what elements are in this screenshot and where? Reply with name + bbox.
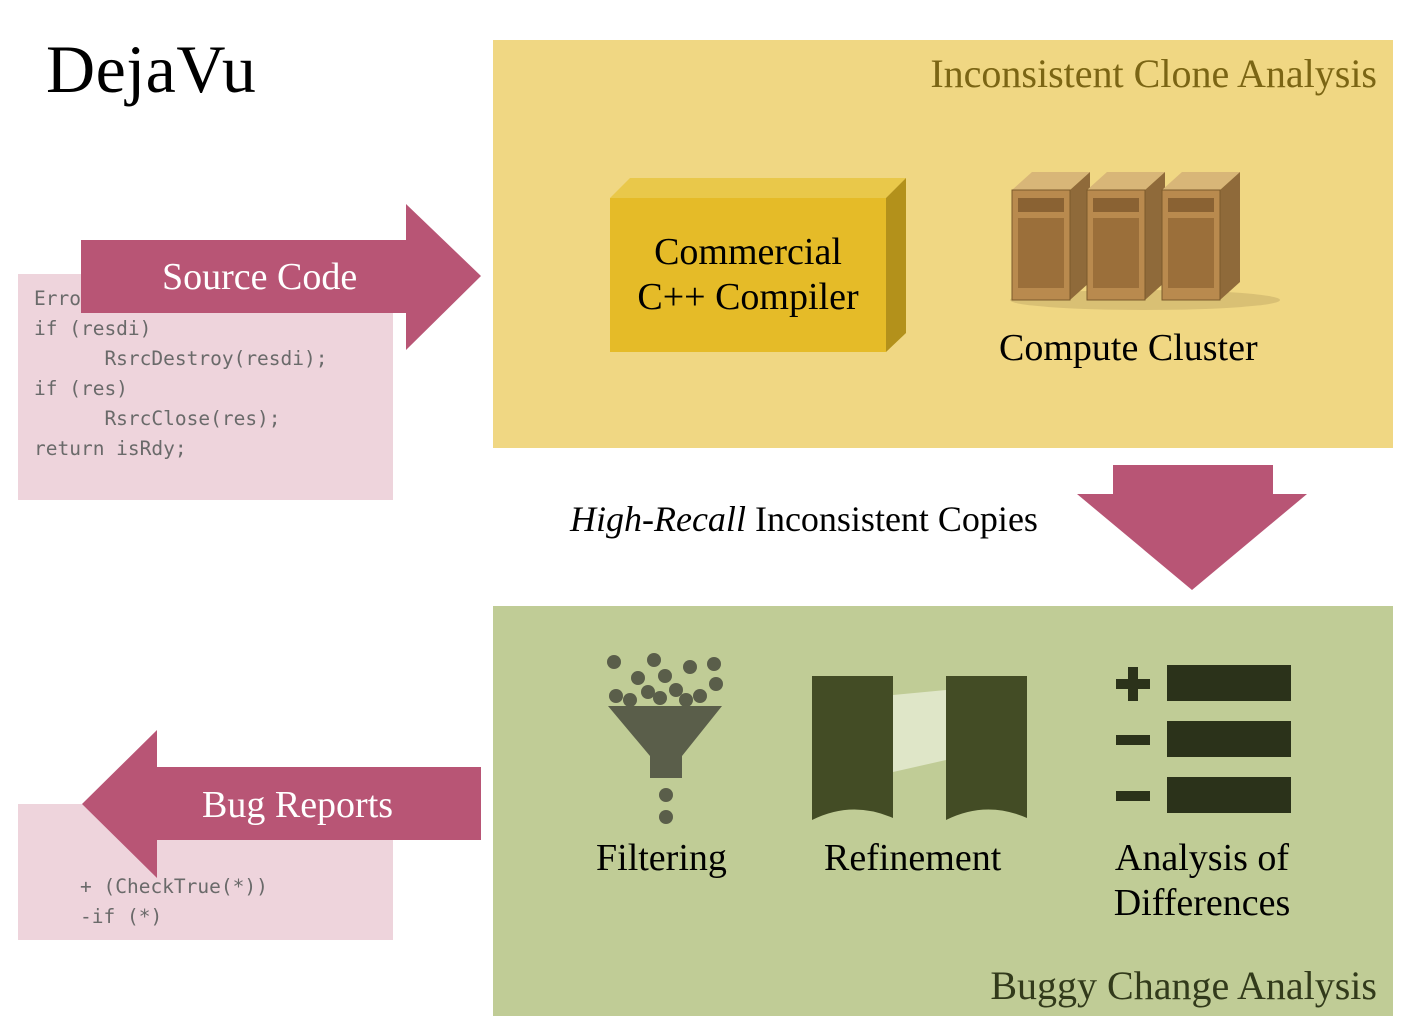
funnel-icon (607, 653, 723, 824)
refinement-label: Refinement (824, 837, 1002, 879)
code-line: if (resdi) (34, 317, 152, 340)
analysis-line-1: Analysis of (1114, 837, 1290, 879)
down-arrow (1077, 465, 1307, 590)
code-line: Erro (34, 287, 81, 310)
cluster-label: Compute Cluster (999, 327, 1258, 369)
compiler-label: Commercial C++ Compiler (610, 230, 886, 320)
code-line: return isRdy; (34, 437, 187, 460)
code-line: + (CheckTrue(*)) (80, 875, 268, 898)
analysis-label: Analysis of Differences (1092, 836, 1312, 926)
source-code-label: Source Code (162, 256, 358, 298)
compiler-line-1: Commercial (654, 231, 842, 273)
filtering-label: Filtering (596, 837, 727, 879)
change-analysis-title: Buggy Change Analysis (990, 963, 1377, 1008)
code-line: if (res) (34, 377, 128, 400)
code-line: RsrcDestroy(resdi); (34, 347, 328, 370)
clone-analysis-title: Inconsistent Clone Analysis (930, 51, 1377, 96)
code-line: RsrcClose(res); (34, 407, 281, 430)
copies-label: High-Recall Inconsistent Copies (570, 498, 1038, 540)
copies-label-italic: High-Recall (570, 499, 746, 539)
compiler-box-icon (610, 178, 906, 352)
source-code-arrow (81, 204, 481, 350)
bug-reports-arrow (82, 730, 481, 878)
diff-icon (1116, 665, 1291, 813)
copies-label-rest: Inconsistent Copies (745, 499, 1038, 539)
compiler-line-2: C++ Compiler (637, 276, 859, 318)
server-icon (1010, 172, 1280, 310)
code-line: -if (*) (80, 905, 163, 928)
refinement-icon (812, 676, 1027, 820)
diagram-title: DejaVu (46, 31, 257, 107)
analysis-line-2: Differences (1113, 882, 1291, 924)
bug-reports-label: Bug Reports (202, 784, 394, 826)
